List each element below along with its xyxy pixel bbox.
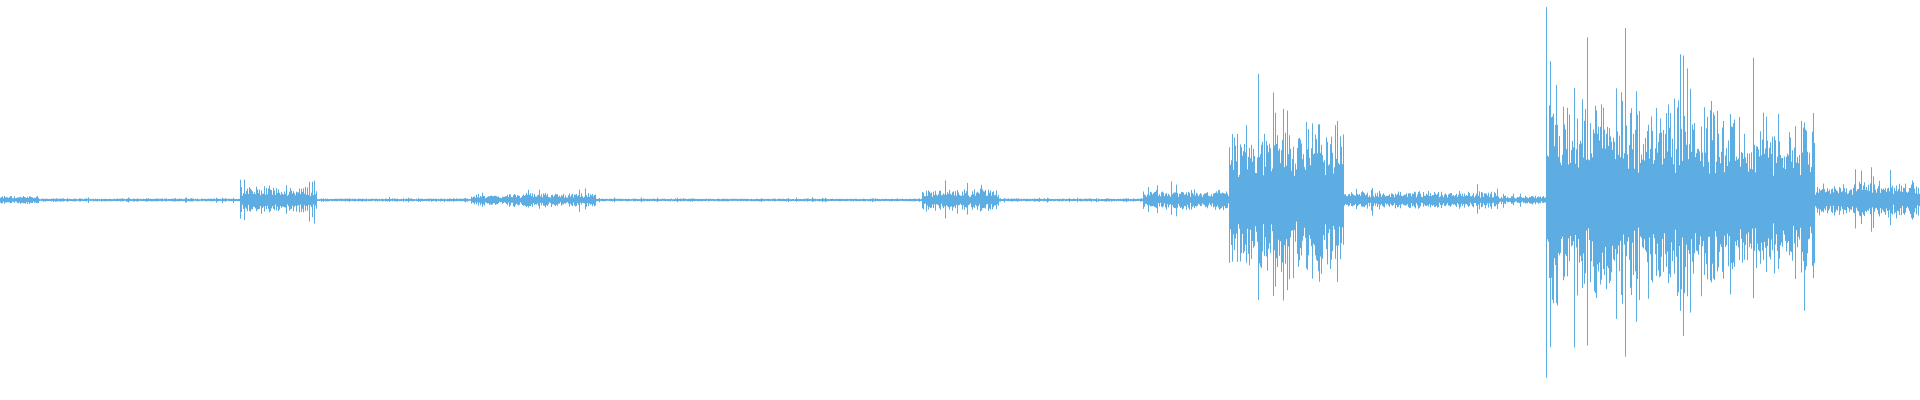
waveform-signal [0,7,1920,378]
